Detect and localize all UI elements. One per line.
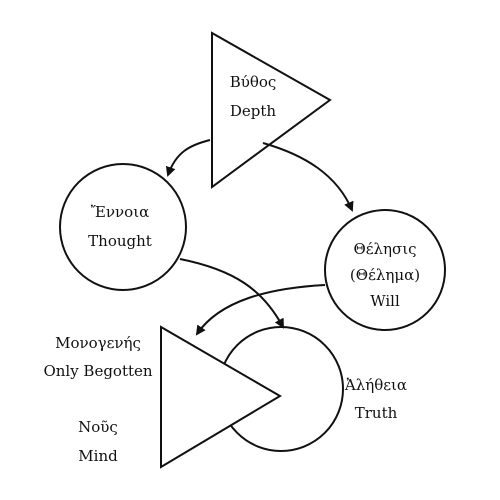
aletheia-english-label: Truth [355, 404, 398, 422]
bythos-english-label: Depth [230, 102, 277, 120]
ennoia-english-label: Thought [88, 232, 152, 250]
thelesis-greek-label: Θέλησις [353, 240, 416, 258]
nous-english-label: Mind [78, 447, 118, 465]
arrow-bythos-to-ennoia [165, 139, 211, 177]
monogenes-greek-label: Μονογενής [55, 334, 141, 352]
bythos-greek-label: Βύθος [230, 73, 277, 91]
arrow-ennoia-to-aletheia [179, 258, 284, 329]
ennoia-circle [59, 163, 187, 291]
arrow-thelesis-to-monogenes [195, 284, 326, 336]
arrow-bythos-to-thelesis [262, 142, 354, 212]
nous-greek-label: Νοῦς [78, 418, 118, 436]
aletheia-greek-label: Ἀλήθεια [344, 376, 407, 394]
thelesis-alt-label: (Θέλημα) [350, 266, 420, 284]
ennoia-greek-label: Ἔννοια [91, 203, 149, 221]
monogenes-triangle [160, 325, 282, 469]
bythos-triangle [211, 31, 332, 189]
thelesis-english-label: Will [370, 292, 400, 310]
monogenes-english-label: Only Begotten [43, 362, 152, 380]
thelesis-circle [324, 209, 446, 331]
